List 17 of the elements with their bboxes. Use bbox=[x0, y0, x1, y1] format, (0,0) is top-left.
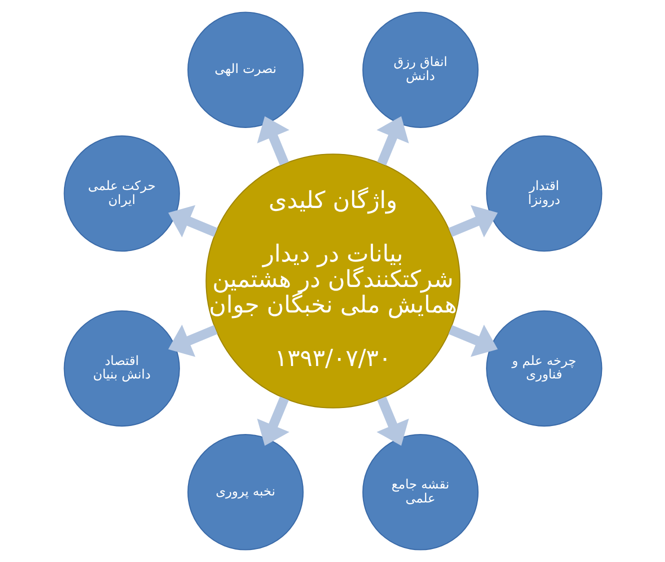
node-circle: انفاق رزق دانش bbox=[362, 12, 478, 128]
arrow bbox=[448, 205, 498, 238]
node-circle: حرکت علمی ایران bbox=[63, 135, 180, 252]
node-circle: نصرت الهی bbox=[186, 12, 304, 128]
arrow bbox=[256, 396, 289, 446]
node-circle: نقشه جامع علمی bbox=[362, 434, 478, 550]
arrow bbox=[376, 396, 408, 446]
node-circle: چرخه علم و فناوری bbox=[486, 310, 602, 427]
arrow bbox=[256, 116, 289, 166]
node-circle: اقتدار درونزا bbox=[486, 135, 602, 252]
node-circle: نخبه پروری bbox=[186, 434, 304, 550]
arrow bbox=[376, 116, 408, 166]
arrow bbox=[448, 324, 498, 357]
node-circle: اقتصاد دانش بنیان bbox=[63, 310, 180, 427]
node-circle: واژگان کلیدی بیانات در دیدار شرکتکنندگان در هشتمین همایش ملی نخبگان جوان ۱۳۹۳/۰۷/۳۰ bbox=[205, 154, 460, 408]
arrow bbox=[168, 205, 218, 238]
arrow bbox=[168, 324, 218, 357]
